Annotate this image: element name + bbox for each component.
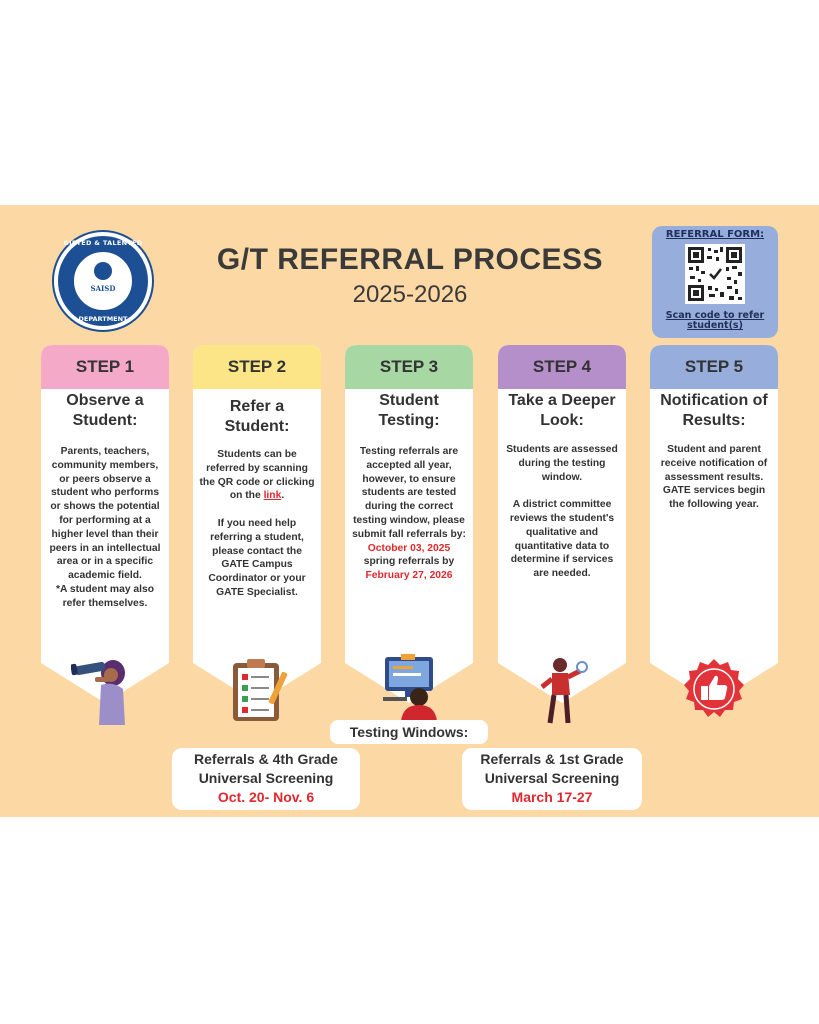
step-1-text: Parents, teachers, community members, or… — [49, 446, 161, 582]
thumbs-up-badge-icon — [684, 659, 744, 717]
step-2-text-end: . — [281, 490, 285, 502]
qr-code-icon[interactable] — [685, 244, 745, 304]
spring-window-line1: Referrals & 1st Grade — [480, 751, 624, 767]
testing-window-fall: Referrals & 4th Grade Universal Screenin… — [172, 748, 360, 810]
step-2-card: STEP 2 Refer a Student: Students can be … — [193, 345, 321, 721]
step-3-title: Student Testing: — [378, 392, 440, 429]
step-4-text: Students are assessed during the testing… — [506, 444, 618, 483]
step-4-shape — [498, 345, 626, 703]
step-1-label: STEP 1 — [75, 357, 135, 376]
step-4-title: Take a Deeper Look: — [508, 392, 616, 429]
logo-bottom-text: DEPARTMENT — [78, 315, 128, 323]
referral-link[interactable]: link — [263, 490, 282, 502]
referral-form-caption[interactable]: Scan code to refer student(s) — [665, 310, 765, 331]
step-5-body: Student and parent receive notification … — [660, 444, 768, 511]
step-4-card: STEP 4 Take a Deeper Look: Students are … — [498, 345, 626, 724]
magnifying-person-icon — [540, 658, 588, 724]
referral-form-box[interactable]: REFERRAL FORM: Scan code to refer studen… — [652, 226, 778, 338]
spring-window-line2: Universal Screening — [484, 770, 620, 786]
step-3-shape — [345, 345, 473, 703]
step-5-label: STEP 5 — [684, 357, 744, 376]
step-2-help-text: If you need help referring a student, pl… — [208, 517, 306, 598]
spring-deadline: February 27, 2026 — [365, 570, 453, 582]
fall-deadline: October 03, 2025 — [367, 542, 451, 554]
testing-window-spring: Referrals & 1st Grade Universal Screenin… — [462, 748, 642, 810]
step-1-title: Observe a Student: — [66, 392, 144, 429]
step-2-label: STEP 2 — [227, 357, 287, 376]
gifted-talented-logo: GIFTED & TALENTED SAISD DEPARTMENT — [54, 232, 152, 330]
clipboard-checklist-icon — [233, 659, 288, 721]
step-4-body: Students are assessed during the testing… — [504, 443, 620, 581]
logo-top-text: GIFTED & TALENTED — [63, 239, 143, 247]
spring-text: spring referrals by — [363, 556, 455, 568]
step-2-title: Refer a Student: — [224, 398, 290, 435]
computer-student-icon — [383, 654, 437, 721]
step-2-text: Students can be referred by scanning the… — [199, 449, 315, 502]
step-3-card: STEP 3 Student Testing: Testing referral… — [345, 345, 473, 721]
apple-icon — [94, 262, 112, 280]
testing-windows-title: Testing Windows: — [330, 720, 488, 744]
step-2-body: Students can be referred by scanning the… — [199, 448, 315, 600]
page-subtitle: 2025-2026 — [352, 281, 468, 308]
step-2-shape — [193, 345, 321, 703]
step-1-note: *A student may also refer themselves. — [55, 583, 155, 609]
page-title: G/T REFERRAL PROCESS — [216, 243, 604, 276]
step-5-shape — [650, 345, 778, 703]
logo-mid-text: SAISD — [90, 284, 116, 293]
fall-window-line1: Referrals & 4th Grade — [194, 751, 338, 767]
spring-window-date: March 17-27 — [511, 789, 593, 805]
fall-window-date: Oct. 20- Nov. 6 — [217, 789, 315, 805]
step-4-label: STEP 4 — [532, 357, 592, 376]
telescope-person-icon — [71, 660, 125, 725]
step-1-card: STEP 1 Observe a Student: Parents, teach… — [41, 345, 169, 725]
step-5-title: Notification of Results: — [660, 392, 768, 429]
referral-form-title: REFERRAL FORM: — [665, 229, 765, 240]
step-3-text: Testing referrals are accepted all year,… — [352, 446, 466, 540]
step-3-body: Testing referrals are accepted all year,… — [351, 445, 467, 583]
step-1-body: Parents, teachers, community members, or… — [47, 445, 163, 611]
step-3-label: STEP 3 — [379, 357, 439, 376]
logo-center: SAISD — [72, 250, 134, 312]
step-4-committee-text: A district committee reviews the student… — [509, 499, 615, 580]
fall-window-line2: Universal Screening — [198, 770, 334, 786]
step-5-card: STEP 5 Notification of Results: Student … — [650, 345, 778, 717]
step-1-shape — [41, 345, 169, 703]
